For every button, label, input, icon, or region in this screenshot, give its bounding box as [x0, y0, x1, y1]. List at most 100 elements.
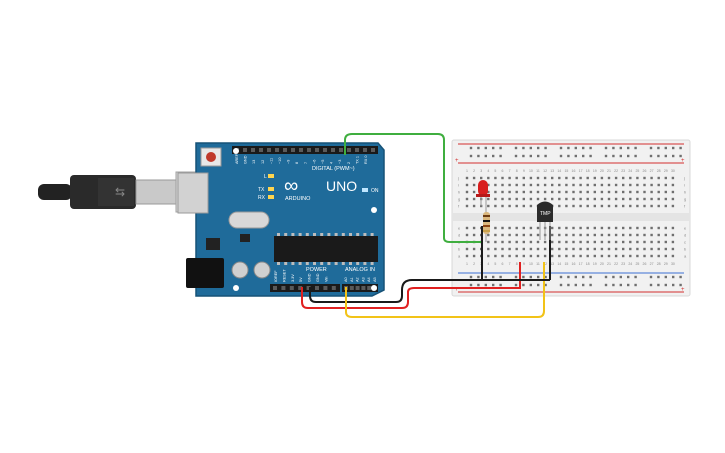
breadboard-hole[interactable] — [543, 254, 547, 258]
breadboard-hole[interactable] — [529, 233, 533, 237]
breadboard-hole[interactable] — [572, 240, 575, 244]
breadboard-hole[interactable] — [643, 190, 646, 194]
breadboard-hole[interactable] — [499, 146, 502, 150]
breadboard-hole[interactable] — [627, 283, 630, 287]
breadboard-hole[interactable] — [629, 176, 632, 180]
breadboard-hole[interactable] — [586, 226, 589, 230]
breadboard-hole[interactable] — [657, 247, 660, 251]
breadboard-hole[interactable] — [593, 176, 596, 180]
breadboard-hole[interactable] — [643, 240, 646, 244]
breadboard-hole[interactable] — [559, 283, 563, 287]
breadboard-hole[interactable] — [492, 275, 495, 279]
breadboard-hole[interactable] — [522, 204, 525, 208]
breadboard-hole[interactable] — [477, 275, 480, 279]
breadboard-hole[interactable] — [589, 275, 592, 279]
breadboard-hole[interactable] — [586, 183, 589, 187]
breadboard-hole[interactable] — [543, 247, 547, 251]
header-pin[interactable] — [259, 148, 263, 152]
breadboard-hole[interactable] — [622, 226, 625, 230]
breadboard-hole[interactable] — [629, 190, 632, 194]
breadboard-hole[interactable] — [589, 283, 592, 287]
breadboard-hole[interactable] — [501, 233, 504, 237]
breadboard-hole[interactable] — [622, 254, 625, 258]
breadboard-hole[interactable] — [627, 146, 630, 150]
breadboard-hole[interactable] — [558, 240, 561, 244]
breadboard-hole[interactable] — [558, 190, 561, 194]
breadboard-hole[interactable] — [657, 254, 660, 258]
breadboard-hole[interactable] — [522, 226, 525, 230]
header-pin[interactable] — [339, 148, 343, 152]
breadboard-hole[interactable] — [643, 197, 646, 201]
breadboard-hole[interactable] — [579, 254, 582, 258]
breadboard-hole[interactable] — [636, 226, 639, 230]
breadboard-hole[interactable] — [629, 226, 632, 230]
breadboard-hole[interactable] — [494, 254, 497, 258]
breadboard-hole[interactable] — [671, 233, 675, 237]
breadboard-hole[interactable] — [672, 283, 675, 287]
breadboard-hole[interactable] — [465, 183, 469, 187]
breadboard-hole[interactable] — [671, 247, 675, 251]
breadboard-hole[interactable] — [593, 240, 596, 244]
breadboard-hole[interactable] — [622, 247, 625, 251]
breadboard-hole[interactable] — [671, 183, 675, 187]
breadboard-hole[interactable] — [607, 190, 611, 194]
breadboard-hole[interactable] — [515, 183, 518, 187]
breadboard-hole[interactable] — [627, 154, 630, 158]
breadboard-hole[interactable] — [671, 176, 675, 180]
breadboard-hole[interactable] — [679, 146, 682, 150]
breadboard-hole[interactable] — [559, 275, 563, 279]
breadboard-hole[interactable] — [574, 146, 577, 150]
breadboard-hole[interactable] — [589, 146, 592, 150]
breadboard-hole[interactable] — [567, 146, 570, 150]
breadboard-hole[interactable] — [472, 233, 476, 237]
breadboard-hole[interactable] — [469, 275, 473, 279]
breadboard-hole[interactable] — [522, 254, 525, 258]
breadboard-hole[interactable] — [586, 204, 589, 208]
breadboard-hole[interactable] — [522, 240, 525, 244]
breadboard-hole[interactable] — [522, 197, 525, 201]
header-pin[interactable] — [298, 286, 303, 290]
breadboard-hole[interactable] — [472, 204, 476, 208]
breadboard-hole[interactable] — [536, 247, 540, 251]
breadboard-hole[interactable] — [579, 204, 582, 208]
breadboard-hole[interactable] — [657, 204, 660, 208]
breadboard-hole[interactable] — [543, 197, 547, 201]
breadboard-hole[interactable] — [664, 154, 667, 158]
breadboard-hole[interactable] — [515, 240, 518, 244]
breadboard-hole[interactable] — [522, 176, 525, 180]
breadboard-hole[interactable] — [558, 176, 561, 180]
breadboard-hole[interactable] — [551, 233, 554, 237]
breadboard-hole[interactable] — [593, 183, 596, 187]
breadboard-hole[interactable] — [607, 247, 611, 251]
breadboard-hole[interactable] — [508, 233, 511, 237]
breadboard-hole[interactable] — [536, 240, 540, 244]
breadboard-hole[interactable] — [574, 283, 577, 287]
breadboard-hole[interactable] — [558, 233, 561, 237]
breadboard-hole[interactable] — [664, 283, 667, 287]
header-pin[interactable] — [315, 148, 319, 152]
breadboard-hole[interactable] — [544, 154, 547, 158]
breadboard-hole[interactable] — [607, 183, 611, 187]
breadboard-hole[interactable] — [643, 254, 646, 258]
breadboard-hole[interactable] — [565, 254, 568, 258]
red-wire[interactable] — [301, 262, 521, 309]
breadboard-hole[interactable] — [614, 233, 618, 237]
breadboard-hole[interactable] — [657, 197, 660, 201]
breadboard-hole[interactable] — [664, 247, 667, 251]
breadboard-hole[interactable] — [494, 204, 497, 208]
breadboard-hole[interactable] — [600, 190, 604, 194]
breadboard-hole[interactable] — [607, 240, 611, 244]
header-pin[interactable] — [349, 286, 354, 290]
temperature-sensor[interactable]: TMP — [537, 201, 553, 241]
header-pin[interactable] — [331, 148, 335, 152]
breadboard-hole[interactable] — [484, 146, 487, 150]
breadboard-hole[interactable] — [671, 254, 675, 258]
breadboard-hole[interactable] — [649, 275, 653, 279]
breadboard-hole[interactable] — [572, 204, 575, 208]
breadboard-hole[interactable] — [565, 176, 568, 180]
breadboard-hole[interactable] — [619, 154, 622, 158]
breadboard-hole[interactable] — [514, 283, 518, 287]
header-pin[interactable] — [243, 148, 247, 152]
header-pin[interactable] — [347, 148, 351, 152]
breadboard-hole[interactable] — [558, 204, 561, 208]
